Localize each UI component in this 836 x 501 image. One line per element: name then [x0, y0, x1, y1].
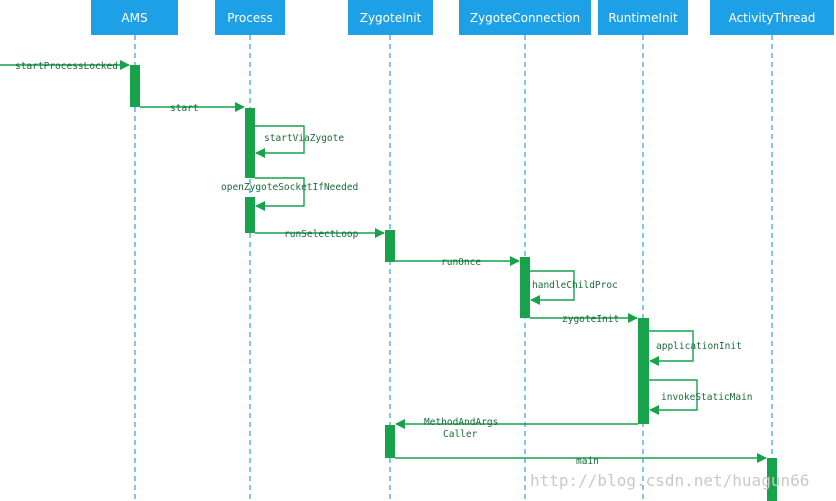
message-label-start-via-zygote: startViaZygote — [264, 133, 344, 144]
message-arrow-application-init — [649, 330, 694, 366]
activation-runtimeinit — [638, 318, 649, 424]
participant-zygoteinit: ZygoteInit — [348, 0, 433, 35]
participant-ams: AMS — [91, 0, 178, 35]
participant-zygoteconnection: ZygoteConnection — [459, 0, 591, 35]
message-label-run-select-loop: runSelectLoop — [284, 229, 359, 240]
activation-zygoteconnection — [520, 257, 530, 318]
activation-process-1 — [245, 108, 255, 178]
message-label-invoke-static-main: invokeStaticMain — [661, 392, 753, 403]
message-label-method-and-args-line1: MethodAndArgs — [424, 417, 498, 428]
message-arrow-open-zygote-socket — [255, 177, 305, 211]
message-label-start: start — [170, 103, 199, 114]
participant-label: ZygoteInit — [360, 11, 422, 25]
message-label-run-once: runOnce — [441, 257, 481, 268]
participant-label: ZygoteConnection — [470, 11, 580, 25]
message-arrow-invoke-static-main — [649, 379, 698, 415]
activation-bars — [130, 65, 777, 501]
activation-zygoteinit-1 — [385, 230, 395, 262]
participant-activitythread: ActivityThread — [710, 0, 834, 35]
message-label-application-init: applicationInit — [656, 341, 742, 352]
message-label-open-zygote-socket: openZygoteSocketIfNeeded — [221, 182, 358, 193]
watermark: http://blog.csdn.net/huagun66 — [530, 471, 809, 490]
activation-activitythread — [767, 458, 777, 501]
participant-label: RuntimeInit — [608, 11, 678, 25]
message-label-method-and-args-line2: Caller — [443, 429, 478, 440]
message-label-handle-child-proc: handleChildProc — [532, 280, 618, 291]
message-arrow-handle-child-proc — [530, 270, 575, 305]
participant-runtimeinit: RuntimeInit — [598, 0, 688, 35]
participant-label: ActivityThread — [729, 11, 816, 25]
message-label-main: main — [576, 456, 599, 467]
participant-process: Process — [215, 0, 285, 35]
activation-zygoteinit-2 — [385, 425, 395, 458]
messages — [0, 60, 767, 463]
message-label-start-process-locked: startProcessLocked — [15, 61, 118, 72]
message-label-zygote-init: zygoteInit — [562, 314, 619, 325]
participant-label: Process — [227, 11, 273, 25]
participant-headers: AMS Process ZygoteInit ZygoteConnection … — [91, 0, 834, 35]
activation-process-2 — [245, 197, 255, 233]
activation-ams — [130, 65, 140, 107]
participant-label: AMS — [121, 11, 147, 25]
message-arrow-start-via-zygote — [255, 125, 305, 158]
message-labels: startProcessLocked start startViaZygote … — [15, 61, 753, 467]
